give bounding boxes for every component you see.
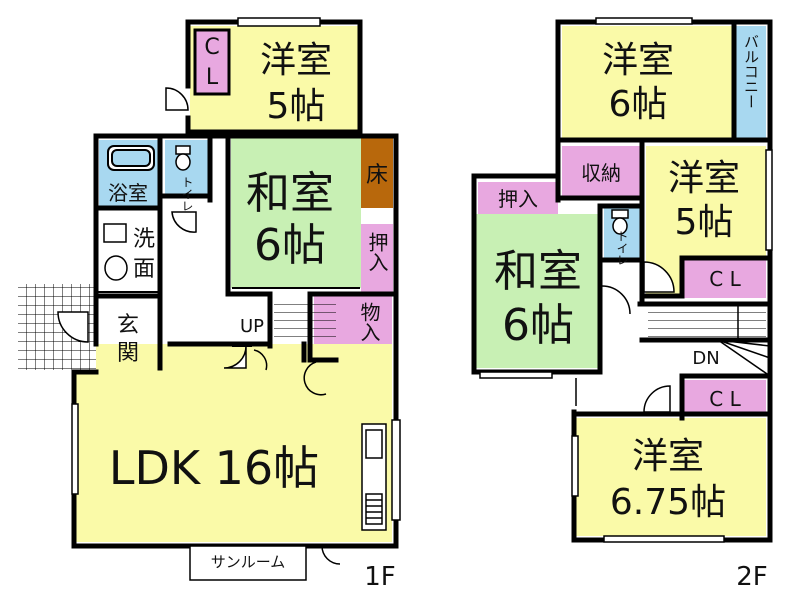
youshitsu-6-size-2f: 6帖 — [609, 84, 668, 125]
floor-2f: 洋室 6帖 バルコニー 収納 洋室 5帖 押入 トイレ 和室 6帖 C L DN… — [471, 17, 773, 592]
yokushitsu-label: 浴室 — [108, 181, 148, 205]
door-arc — [253, 349, 268, 371]
room-ldk — [76, 344, 392, 542]
balcony-label: バルコニー — [742, 34, 760, 109]
dn-label: DN — [692, 348, 719, 369]
room-washitsu-2f — [476, 214, 600, 368]
cl-upper-label: C L — [709, 267, 741, 291]
genkan-label-1: 玄 — [117, 313, 139, 338]
floor-1f: C L 洋室 5帖 和室 6帖 床 押入 浴室 トイレ 洗 面 玄 関 UP 物… — [18, 17, 401, 592]
door-arc — [57, 311, 89, 343]
shuno-label: 収納 — [581, 161, 621, 185]
door-arc — [643, 261, 675, 293]
senmen-label-1: 洗 — [133, 227, 155, 252]
youshitsu-5-size-1f: 5帖 — [267, 86, 326, 127]
washitsu-size-1f: 6帖 — [254, 220, 326, 271]
washitsu-name-2f: 和室 — [494, 246, 582, 297]
cl-c-label-1f: C — [204, 35, 219, 60]
door-arc — [321, 545, 341, 565]
youshitsu-5-size-2f: 5帖 — [675, 202, 734, 243]
youshitsu-5-name-2f: 洋室 — [668, 158, 740, 199]
door-arc — [171, 211, 197, 233]
youshitsu-675-name-2f: 洋室 — [632, 436, 704, 477]
cl-upper-2f — [684, 258, 766, 298]
door-arc — [643, 385, 671, 413]
washitsu-name-1f: 和室 — [246, 168, 334, 219]
youshitsu-675-size-2f: 6.75帖 — [610, 482, 726, 523]
monoire-label: 物入 — [357, 302, 381, 342]
kitchen-counter — [361, 423, 387, 531]
shuno-2f — [562, 146, 640, 196]
washbasin-icon — [103, 223, 128, 281]
youshitsu-6-name-2f: 洋室 — [602, 40, 674, 81]
toilet-label-2f: トイレ — [615, 230, 629, 266]
balcony — [736, 26, 766, 138]
floor-label-2f: 2F — [736, 562, 768, 592]
washitsu-size-2f: 6帖 — [502, 300, 574, 351]
door-arc — [601, 285, 631, 315]
cl-l-label-1f: L — [206, 65, 219, 90]
cl-lower-label: C L — [709, 387, 741, 411]
ldk-label: LDK 16帖 — [109, 441, 319, 495]
sunroom-label: サンルーム — [211, 553, 286, 571]
youshitsu-5-name-1f: 洋室 — [260, 40, 332, 81]
up-label: UP — [240, 316, 264, 337]
oshiire-label-1f: 押入 — [365, 232, 389, 272]
oshiire-2f — [478, 182, 558, 214]
room-youshitsu-6-2f — [562, 26, 732, 140]
bathtub-icon — [107, 145, 155, 171]
toko-label: 床 — [366, 163, 388, 188]
room-washitsu-1f — [231, 138, 361, 288]
door-arc — [303, 361, 327, 396]
door-arc — [165, 87, 189, 111]
senmen-label-2: 面 — [133, 257, 155, 282]
toko-1f — [361, 138, 393, 208]
cl-lower-2f — [684, 380, 766, 416]
stairs-2f — [648, 306, 766, 340]
toilet-icon-1f — [175, 145, 191, 171]
door-arc — [223, 345, 247, 369]
toilet-label-1f: トイレ — [180, 176, 194, 212]
oshiire-label-2f: 押入 — [498, 187, 538, 211]
genkan-label-2: 関 — [117, 341, 139, 366]
stairs-1f — [274, 298, 336, 338]
floor-label-1f: 1F — [364, 562, 396, 592]
room-youshitsu-675-2f — [576, 418, 766, 536]
oshiire-1f — [361, 224, 393, 292]
room-cl-1f — [193, 28, 231, 96]
toilet-icon-2f — [611, 209, 629, 235]
